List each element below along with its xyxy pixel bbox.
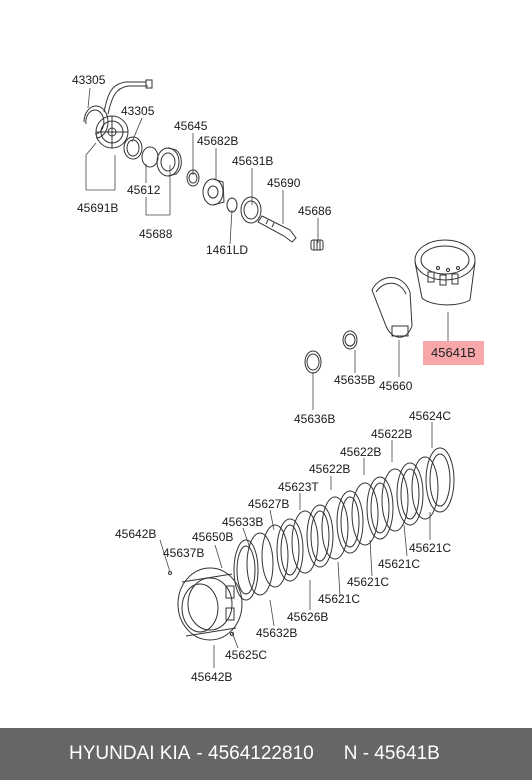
clutch-plates xyxy=(233,447,455,601)
part-label-43305: 43305 xyxy=(72,73,106,87)
part-label-45635B: 45635B xyxy=(334,373,376,387)
part-label-45627B: 45627B xyxy=(248,497,290,511)
footer-reference: N - 45641B xyxy=(343,743,440,764)
part-label-45632B: 45632B xyxy=(256,626,298,640)
footer-brand: HYUNDAI KIA xyxy=(69,743,191,764)
part-label-45691B: 45691B xyxy=(77,201,119,215)
part-label-45633B: 45633B xyxy=(222,515,264,529)
part-label-45650B: 45650B xyxy=(192,530,234,544)
ball-45642B-upper xyxy=(168,571,172,575)
snap-ring-43305-right xyxy=(123,136,143,160)
solenoid-harness xyxy=(95,79,153,149)
part-label-45642B: 45642B xyxy=(115,527,157,541)
bearing-45688 xyxy=(156,147,182,177)
part-label-43305: 43305 xyxy=(121,104,155,118)
o-ring-45612 xyxy=(141,146,159,168)
part-label-45621C: 45621C xyxy=(318,592,361,606)
part-label-45690: 45690 xyxy=(267,176,301,190)
ball-45642B-lower xyxy=(230,632,234,636)
part-label-1461LD: 1461LD xyxy=(206,243,249,257)
shaft-45690 xyxy=(257,215,297,243)
part-label-45637B: 45637B xyxy=(163,546,205,560)
part-label-45631B: 45631B xyxy=(232,154,274,168)
leader-lines xyxy=(85,87,449,668)
part-label-45626B: 45626B xyxy=(287,610,329,624)
snap-ring-45635B xyxy=(342,330,358,350)
part-label-45686: 45686 xyxy=(298,204,332,218)
part-label-45621C: 45621C xyxy=(378,557,421,571)
part-label-45682B: 45682B xyxy=(197,134,239,148)
part-label-45623T: 45623T xyxy=(278,480,319,494)
o-ring-1461LD xyxy=(226,197,238,213)
part-label-45621C: 45621C xyxy=(347,575,390,589)
ring-45631B xyxy=(240,196,262,224)
snap-ring-45636B xyxy=(304,350,322,374)
part-label-45636B: 45636B xyxy=(294,412,336,426)
drum-45641B xyxy=(414,239,476,306)
part-label-45624C: 45624C xyxy=(409,409,452,423)
part-label-45622B: 45622B xyxy=(340,445,382,459)
hub-45682B xyxy=(202,178,225,206)
part-label-45622B: 45622B xyxy=(309,462,351,476)
part-label-45621C: 45621C xyxy=(409,541,452,555)
parts-diagram: 43305 43305 45691B 45645 45682B 45612 45… xyxy=(72,73,484,684)
seal-45645 xyxy=(186,169,200,187)
exploded-view-drawing xyxy=(83,79,476,668)
spring-45686 xyxy=(310,239,324,251)
clutch-pack xyxy=(168,447,455,641)
part-label-45612: 45612 xyxy=(127,183,161,197)
band-45660 xyxy=(371,277,413,338)
footer-part-number: - 4564122810 xyxy=(196,743,314,764)
part-label-45660: 45660 xyxy=(379,379,413,393)
part-label-45625C: 45625C xyxy=(225,648,268,662)
part-label-45642B: 45642B xyxy=(191,670,233,684)
part-label-45622B: 45622B xyxy=(371,427,413,441)
retainer-45637B xyxy=(177,567,243,641)
part-label-45645: 45645 xyxy=(174,119,208,133)
footer-bar: HYUNDAI KIA - 4564122810 N - 45641B xyxy=(0,728,532,780)
part-label-45641B-highlighted: 45641B xyxy=(423,341,484,365)
part-label-45688: 45688 xyxy=(139,227,173,241)
